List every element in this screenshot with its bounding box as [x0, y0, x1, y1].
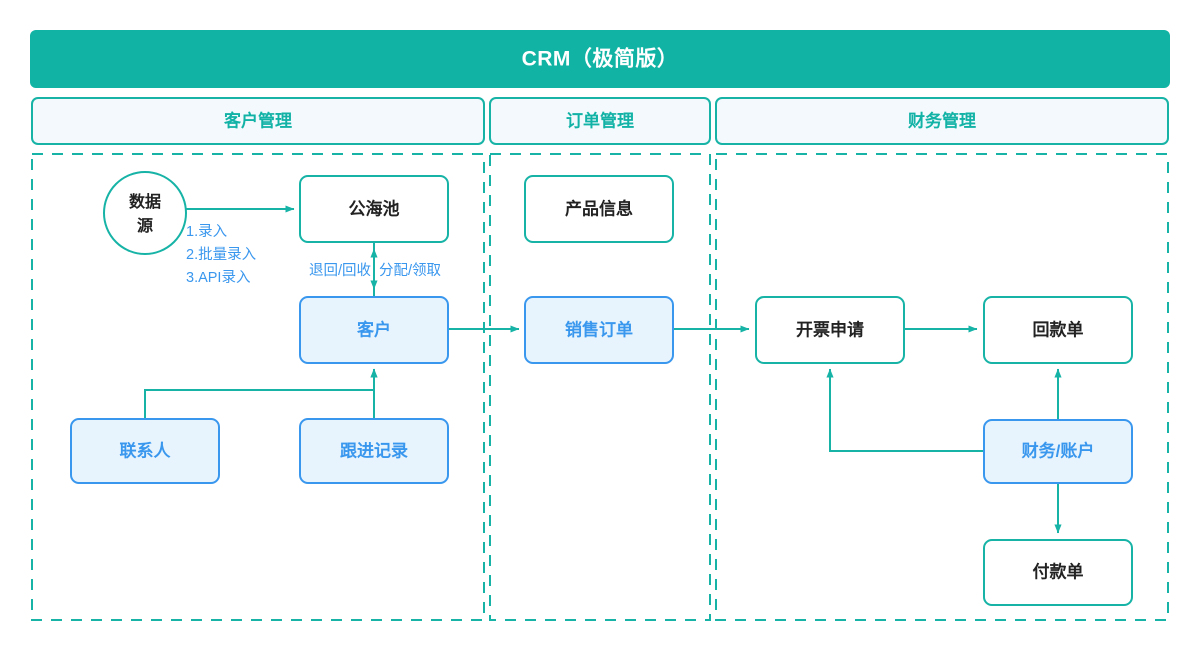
node-contact-label: 联系人	[120, 441, 172, 460]
edge-label-assign-claim: 分配/领取	[379, 262, 442, 279]
lane-header-customer-label: 客户管理	[223, 110, 292, 130]
node-invoice-request-label: 开票申请	[796, 319, 864, 339]
lane-header-finance[interactable]: 财务管理	[715, 97, 1169, 145]
edge-finance-account-to-invoice-request	[826, 368, 984, 452]
edge-label-entry-method-3: 3.API录入	[186, 269, 250, 286]
app-title-bar: CRM（极简版）	[30, 30, 1170, 88]
node-data-source-label-line2: 源	[137, 216, 153, 235]
node-follow-up[interactable]: 跟进记录	[299, 418, 449, 484]
node-contact-shape	[70, 418, 220, 484]
node-receipt-note[interactable]: 回款单	[983, 296, 1133, 364]
node-finance-account-shape	[983, 419, 1133, 484]
node-product-info-shape	[524, 175, 674, 243]
lane-header-finance-background	[715, 97, 1169, 145]
lane-header-order-label: 订单管理	[566, 110, 634, 130]
app-title: CRM（极简版）	[522, 47, 679, 71]
edge-label-entry-method-2: 2.批量录入	[186, 246, 256, 263]
node-customer-label: 客户	[356, 319, 391, 339]
node-finance-account-label: 财务/账户	[1021, 440, 1095, 460]
node-payment-note-label: 付款单	[1033, 561, 1084, 581]
node-payment-note-shape	[983, 539, 1133, 606]
node-customer-shape	[299, 296, 449, 364]
node-invoice-request-shape	[755, 296, 905, 364]
edge-label-entry-method-1: 1.录入	[186, 223, 227, 240]
node-follow-up-label: 跟进记录	[340, 441, 408, 460]
lane-header-order-background	[489, 97, 711, 145]
node-finance-account[interactable]: 财务/账户	[983, 419, 1133, 484]
node-sales-order-shape	[524, 296, 674, 364]
lane-header-order[interactable]: 订单管理	[489, 97, 711, 145]
node-data-source-shape	[103, 171, 187, 255]
node-product-info[interactable]: 产品信息	[524, 175, 674, 243]
node-data-source[interactable]: 数据 源	[103, 171, 187, 255]
node-customer[interactable]: 客户	[299, 296, 449, 364]
lane-header-customer-background	[31, 97, 485, 145]
edge-label-return-recycle: 退回/回收	[309, 262, 371, 279]
lane-header-finance-label: 财务管理	[907, 110, 976, 130]
lane-body-finance	[715, 153, 1169, 621]
lane-header-customer[interactable]: 客户管理	[31, 97, 485, 145]
node-payment-note[interactable]: 付款单	[983, 539, 1133, 606]
node-contact[interactable]: 联系人	[70, 418, 220, 484]
lane-body-customer	[31, 153, 485, 621]
node-sales-order-label: 销售订单	[565, 319, 633, 339]
node-invoice-request[interactable]: 开票申请	[755, 296, 905, 364]
node-public-pool[interactable]: 公海池	[299, 175, 449, 243]
node-receipt-note-shape	[983, 296, 1133, 364]
node-public-pool-label: 公海池	[349, 198, 400, 218]
node-data-source-label-line1: 数据	[129, 192, 161, 211]
node-receipt-note-label: 回款单	[1033, 319, 1084, 339]
edge-contact-to-customer	[144, 368, 378, 419]
node-sales-order[interactable]: 销售订单	[524, 296, 674, 364]
node-follow-up-shape	[299, 418, 449, 484]
lane-body-order	[489, 153, 711, 621]
node-product-info-label: 产品信息	[565, 198, 633, 218]
app-title-bar-background	[30, 30, 1170, 88]
node-public-pool-shape	[299, 175, 449, 243]
